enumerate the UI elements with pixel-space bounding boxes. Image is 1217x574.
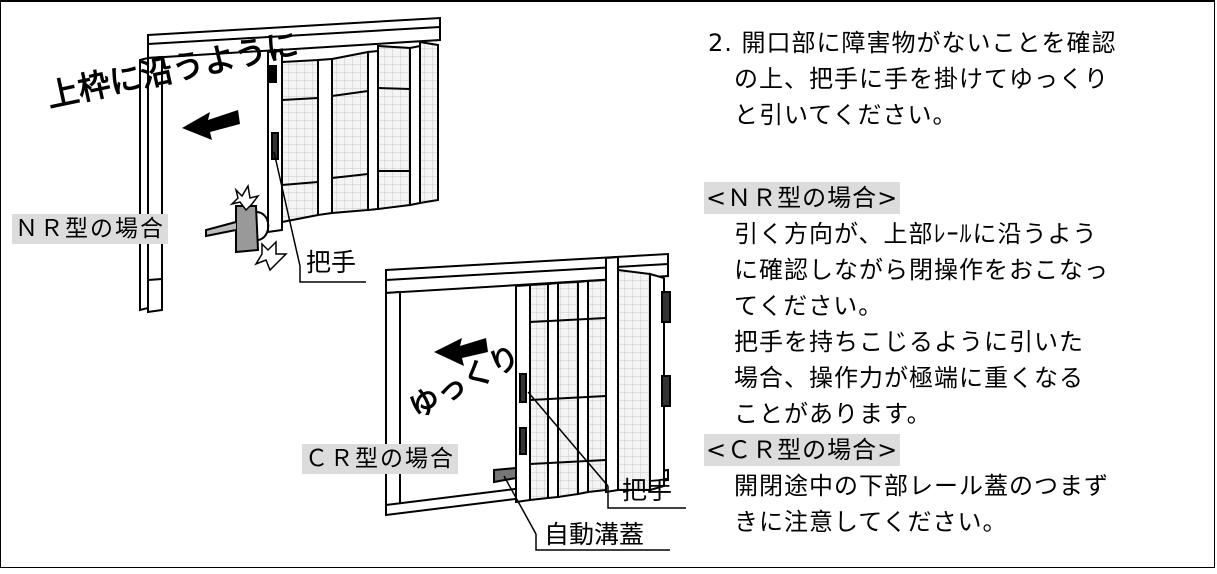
- nr-line-4: 把手を持ちこじるように引いた: [734, 328, 1084, 356]
- nr-line-2: に確認しながら閉操作をおこなっ: [734, 256, 1109, 284]
- nr-door-drawing: [139, 16, 441, 314]
- cr-door-drawing: [385, 252, 671, 517]
- watering-can-icon: [205, 205, 270, 254]
- nr-handle-leader: [273, 151, 301, 267]
- cr-handle-leader: [527, 391, 609, 487]
- cr-arrow-icon: [434, 338, 488, 366]
- label-nr-type: ＮＲ型の場合: [12, 214, 168, 244]
- step2-line-3: と引いてください。: [734, 101, 958, 129]
- nr-line-1: 引く方向が、上部ﾚｰﾙに沿うよう: [734, 220, 1098, 248]
- nr-line-5: 場合、操作力が極端に重くなる: [734, 364, 1084, 392]
- label-handle-cr: 把手: [622, 476, 673, 505]
- nr-arrow-icon: [182, 110, 240, 140]
- cr-line-1: 開閉途中の下部レール蓋のつまず: [734, 472, 1109, 500]
- nr-line-6: ことがあります。: [734, 400, 932, 428]
- nr-heading: <ＮＲ型の場合>: [704, 182, 901, 214]
- impact-mark-icon: [229, 183, 288, 272]
- instruction-text: 2. 開口部に障害物がないことを確認 の上、把手に手を掛けてゆっくり と引いてく…: [700, 0, 1217, 570]
- cr-heading: <ＣＲ型の場合>: [704, 434, 901, 466]
- label-auto-cover: 自動溝蓋: [544, 520, 645, 549]
- illustration-drawing: [139, 16, 686, 551]
- door-illustration: 上枠に沿うように ゆっくり ＮＲ型の場合 ＣＲ型の場合 把手 把手 自動溝蓋: [12, 16, 686, 551]
- cr-line-2: きに注意してください。: [734, 508, 1008, 536]
- step2-line-2: の上、把手に手を掛けてゆっくり: [734, 65, 1109, 93]
- step2-line-1: 2. 開口部に障害物がないことを確認: [708, 29, 1117, 57]
- auto-cover-leader: [503, 475, 537, 535]
- nr-line-3: てください。: [734, 292, 884, 320]
- label-handle-nr: 把手: [306, 248, 357, 277]
- label-cr-type: ＣＲ型の場合: [302, 444, 458, 474]
